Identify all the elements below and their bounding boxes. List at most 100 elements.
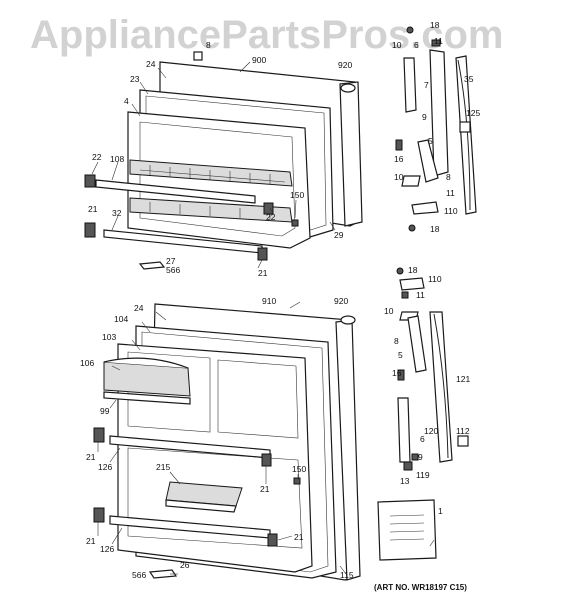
- cap-125: [459, 121, 471, 133]
- dairy-door-lid: [103, 357, 189, 369]
- callout-8-mid: 8: [394, 336, 399, 346]
- callout-24-top: 24: [146, 59, 156, 69]
- callout-920-top: 920: [338, 60, 352, 70]
- callout-29: 29: [334, 230, 344, 240]
- shelf-cap-21-mid-right: [261, 453, 272, 467]
- callout-8-top: 8: [206, 40, 211, 50]
- callout-26: 26: [180, 560, 190, 570]
- plug-920-bottom: [340, 315, 356, 325]
- callout-labels: 900 920 8 24 23 4 22 108 21 32 150 22 29…: [80, 20, 480, 580]
- screw-18-b: [408, 224, 416, 232]
- liner-recess-upper-right: [217, 359, 299, 439]
- bushing-16-top: [395, 139, 403, 151]
- part-13: [403, 461, 413, 471]
- callout-115: 115: [340, 570, 354, 580]
- shelf-cap-21-bot-left: [93, 507, 105, 523]
- callout-215: 215: [156, 462, 170, 472]
- screw-18-a: [406, 26, 414, 34]
- callout-110-b: 110: [428, 274, 442, 284]
- callout-11-b: 11: [446, 188, 455, 198]
- callout-35: 35: [464, 74, 474, 84]
- callout-9-mid: 9: [418, 452, 423, 462]
- upper-hardware-group: [395, 26, 477, 232]
- callout-10-c: 10: [384, 306, 394, 316]
- callout-32: 32: [112, 208, 122, 218]
- bushing-16-mid: [397, 369, 405, 381]
- watermark-text: AppliancePartsPros.com: [30, 13, 504, 57]
- callout-16-mid: 16: [392, 368, 402, 378]
- callout-566-top: 566: [166, 265, 180, 275]
- callout-126-a: 126: [98, 462, 112, 472]
- callout-21-mid-left: 21: [86, 452, 96, 462]
- callout-910: 910: [262, 296, 276, 306]
- spacer-10-top: [401, 175, 421, 187]
- hinge-strip-9-mid: [397, 397, 411, 463]
- shelf-cap-21-bot-right: [267, 533, 278, 547]
- callout-1: 1: [438, 506, 443, 516]
- callout-9-top: 9: [422, 112, 427, 122]
- callout-150-top: 150: [290, 190, 304, 200]
- callout-13: 13: [400, 476, 410, 486]
- callout-16-top: 16: [394, 154, 404, 164]
- leader-lines: [91, 61, 435, 575]
- liner-recess-upper-left: [127, 351, 211, 433]
- part-27: [138, 261, 166, 270]
- callout-108: 108: [110, 154, 124, 164]
- callout-566-bottom: 566: [132, 570, 146, 580]
- callout-18-b: 18: [430, 224, 440, 234]
- shelf-cap-22-left: [84, 174, 96, 188]
- callout-99: 99: [100, 406, 110, 416]
- hinge-110-top: [411, 201, 439, 215]
- callout-23: 23: [130, 74, 140, 84]
- callout-119: 119: [416, 470, 430, 480]
- callout-21-top-right: 21: [258, 268, 268, 278]
- screw-18-c: [396, 267, 404, 275]
- lower-hardware-group: [377, 267, 469, 561]
- callout-8-right: 8: [446, 172, 451, 182]
- screw-150-bottom: [293, 477, 301, 485]
- callout-10-a: 10: [392, 40, 402, 50]
- hinge-cover-5-mid: [407, 315, 427, 373]
- callout-103: 103: [102, 332, 116, 342]
- hinge-110-bottom: [399, 277, 425, 291]
- callout-22-left: 22: [92, 152, 102, 162]
- callout-21-bot-right: 21: [294, 532, 304, 542]
- callout-11-a: 11: [434, 36, 443, 46]
- callout-5-mid: 5: [398, 350, 403, 360]
- owner-manual-1: [377, 499, 437, 561]
- freezer-door-edge: [339, 81, 363, 227]
- callout-900: 900: [252, 55, 266, 65]
- screw-150-top: [291, 219, 299, 227]
- callout-7: 7: [424, 80, 429, 90]
- callout-920-bottom: 920: [334, 296, 348, 306]
- clip-11-a: [431, 39, 441, 47]
- shelf-cap-21-mid-left: [93, 427, 105, 443]
- handle-7: [429, 49, 449, 177]
- callout-120: 120: [424, 426, 438, 436]
- freezer-shelf-bar-108: [95, 179, 256, 204]
- part-119: [411, 453, 419, 461]
- callout-106: 106: [80, 358, 94, 368]
- door-bin-215-front: [165, 499, 237, 513]
- callout-10-b: 10: [394, 172, 404, 182]
- plug-920-top: [340, 83, 356, 93]
- hinge-strip-9-top: [403, 57, 417, 113]
- callout-22-right: 22: [266, 212, 276, 222]
- callout-150-bottom: 150: [292, 464, 306, 474]
- callout-121: 121: [456, 374, 470, 384]
- callout-6-mid: 6: [420, 434, 425, 444]
- callout-104: 104: [114, 314, 128, 324]
- callout-24-bottom: 24: [134, 303, 144, 313]
- handle-121: [429, 311, 453, 463]
- callout-18-a: 18: [430, 20, 440, 30]
- shelf-cap-22-right: [263, 202, 274, 215]
- dairy-shelf-99: [103, 391, 191, 405]
- art-number: (ART NO. WR18197 C15): [374, 583, 467, 592]
- callout-5-top: 5: [428, 136, 433, 146]
- cap-112: [457, 435, 469, 447]
- callout-6-top: 6: [414, 40, 419, 50]
- callout-126-b: 126: [100, 544, 114, 554]
- part-26: [148, 569, 178, 579]
- callout-11-c: 11: [416, 290, 425, 300]
